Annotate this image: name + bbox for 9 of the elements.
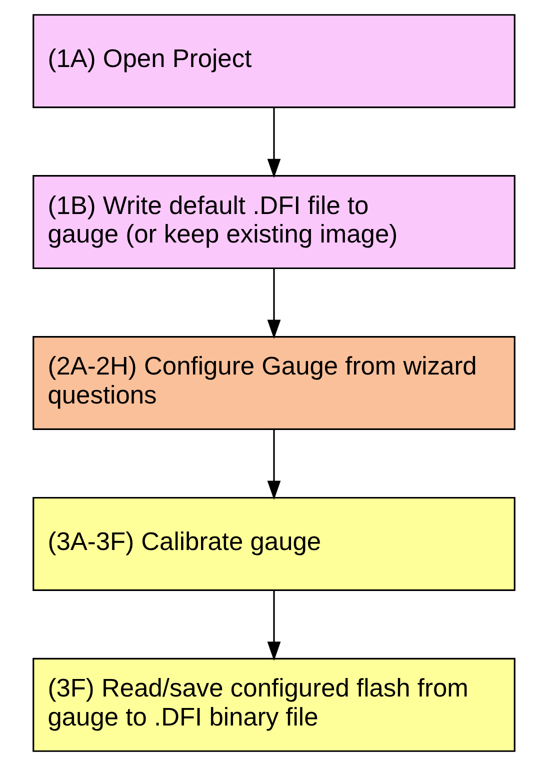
- arrow: [267, 268, 281, 339]
- node-box: (3F) Read/save configured flash from gauge to .DFI binary file: [32, 658, 516, 752]
- node-box: (1B) Write default .DFI file to gauge (or keep existing image): [32, 175, 516, 270]
- arrow: [267, 590, 281, 661]
- arrow: [267, 107, 281, 178]
- node-box: (3A-3F) Calibrate gauge: [32, 496, 516, 591]
- arrow: [267, 429, 281, 500]
- node-box: (2A-2H) Configure Gauge from wizard questions: [32, 336, 516, 430]
- node-box: (1A) Open Project: [32, 14, 516, 108]
